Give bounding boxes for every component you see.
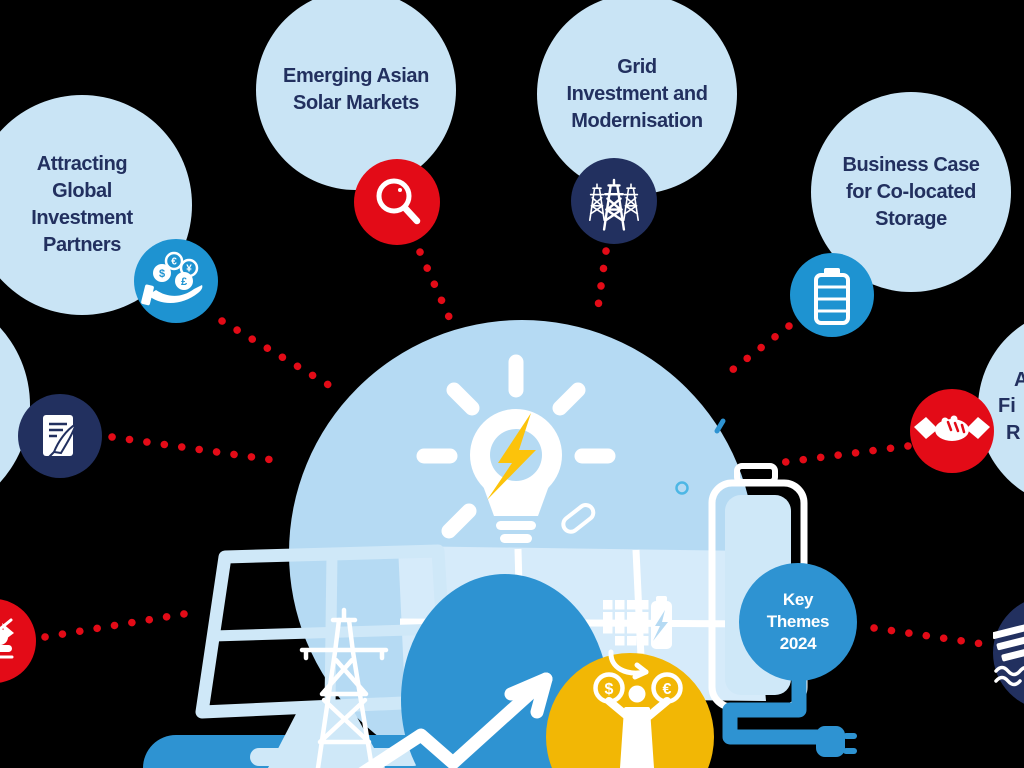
bubble-label-line: Global	[52, 180, 112, 202]
yen-coin-glyph: ¥	[186, 264, 192, 275]
partial-label-line: A	[1014, 369, 1024, 391]
dotted-line	[41, 608, 200, 641]
bubble-label-line: Partners	[43, 234, 121, 256]
bubble-label-line: Investment	[31, 207, 133, 229]
bubble-label-line: Business Case	[842, 153, 980, 176]
key-themes-line: Themes	[766, 612, 830, 631]
central-circle	[289, 320, 755, 768]
dollar-coin-glyph: $	[159, 268, 165, 280]
document-pen-glyph	[43, 415, 78, 458]
bubble-label-line: Solar Markets	[293, 92, 419, 114]
floating-solar-icon	[993, 596, 1024, 710]
construction-icon	[0, 599, 36, 683]
dotted-line	[766, 442, 912, 468]
euro-coin-glyph: €	[171, 257, 177, 268]
battery-icon	[790, 253, 874, 337]
floating-solar-glyph	[993, 622, 1024, 687]
key-themes-bubble: Key Themes 2024	[739, 563, 857, 681]
dotted-line	[723, 322, 793, 378]
handshake-glyph	[914, 415, 990, 441]
battery-glyph	[814, 268, 850, 325]
hand-coins-glyph: € ¥ $ £	[141, 251, 203, 306]
dotted-line	[218, 317, 336, 391]
bubble-label-line: for Co-located	[846, 180, 976, 203]
construction-glyph	[0, 618, 14, 659]
key-themes-line: 2024	[779, 634, 817, 653]
magnifier-icon	[354, 159, 440, 245]
pound-coin-glyph: £	[181, 276, 187, 288]
bubble-grid-investment-and-modernisation: Grid Investment and Modernisation	[537, 0, 737, 194]
dotted-line	[870, 624, 987, 648]
bubble-label-line: Storage	[875, 207, 947, 230]
handshake-icon	[910, 389, 994, 473]
bubble-label-line: Attracting	[36, 153, 128, 175]
dotted-line	[594, 247, 610, 311]
key-themes-line: Key	[782, 590, 814, 609]
bubble-attracting-global-investment-partners: Attracting Global Investment Partners	[0, 95, 192, 315]
bubble-emerging-asian-solar-markets: Emerging Asian Solar Markets	[256, 0, 456, 190]
pylons-icon	[571, 158, 657, 244]
document-pen-icon	[18, 394, 102, 478]
bubble-label-line: Investment and	[566, 82, 708, 105]
magnifier-glyph	[376, 178, 421, 225]
partial-label-line: R	[1006, 422, 1021, 444]
bubble-label-line: Grid	[617, 55, 657, 78]
hand-coins-icon: € ¥ $ £	[134, 239, 218, 323]
dotted-line	[108, 433, 284, 465]
pylons-glyph	[588, 178, 640, 231]
bubble-label-line: Modernisation	[571, 109, 703, 132]
bubble-label-line: Emerging Asian	[283, 65, 429, 87]
dotted-line	[416, 248, 453, 321]
partial-label-line: Fi	[998, 395, 1016, 417]
